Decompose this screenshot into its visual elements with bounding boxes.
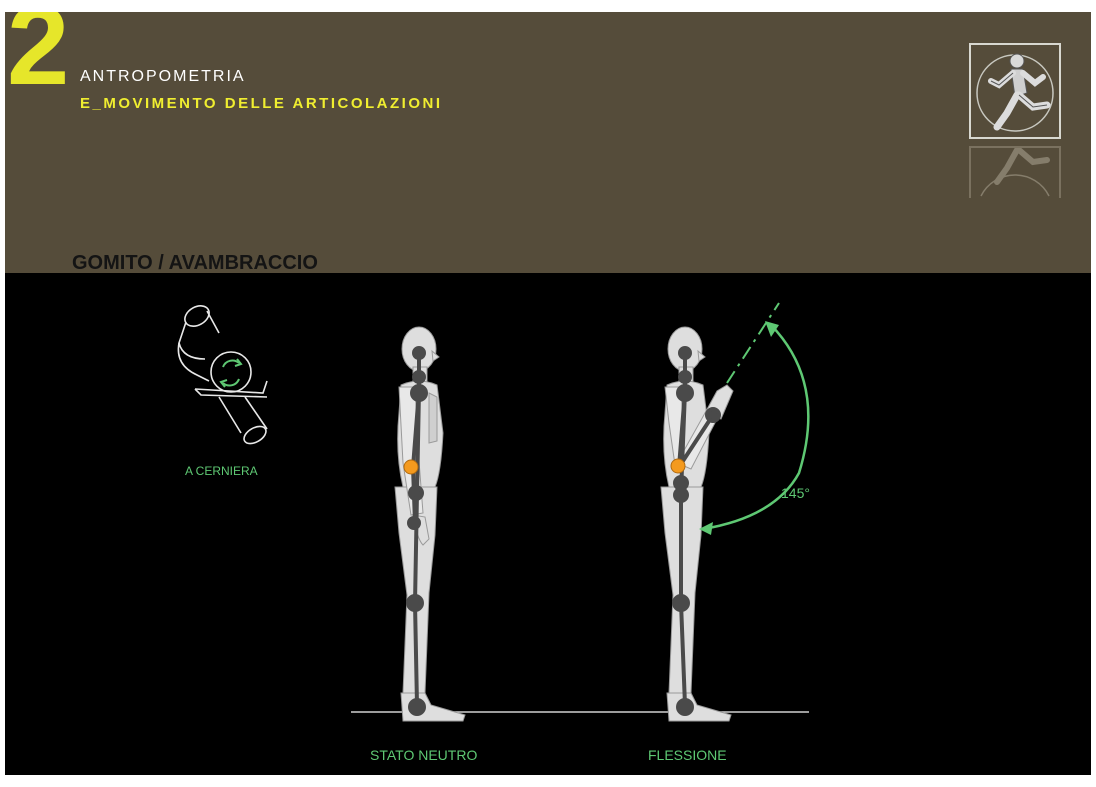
flexion-elbow-joint [671,459,685,473]
chapter-number: 2 [7,12,67,102]
flexion-axis-line [727,303,779,383]
flexion-caption: FLESSIONE [648,747,727,763]
flexion-angle-label: 145° [781,485,810,501]
angle-arrow-top [765,321,779,337]
neutral-figure [395,327,465,721]
joint-type-label: A CERNIERA [185,464,258,478]
figures-illustration [5,273,1091,775]
chapter-subtitle: E_MOVIMENTO DELLE ARTICOLAZIONI [80,95,443,112]
neutral-elbow-joint [404,460,418,474]
section-heading: GOMITO / AVAMBRACCIO [72,251,318,275]
slide: 2 ANTROPOMETRIA E_MOVIMENTO DELLE ARTICO… [5,12,1091,775]
header-band: 2 ANTROPOMETRIA E_MOVIMENTO DELLE ARTICO… [5,12,1091,273]
hinge-joint-icon [178,302,269,447]
running-figure-icon [969,43,1061,139]
logo-reflection [969,146,1061,198]
chapter-title: ANTROPOMETRIA [80,68,246,86]
neutral-caption: STATO NEUTRO [370,747,477,763]
